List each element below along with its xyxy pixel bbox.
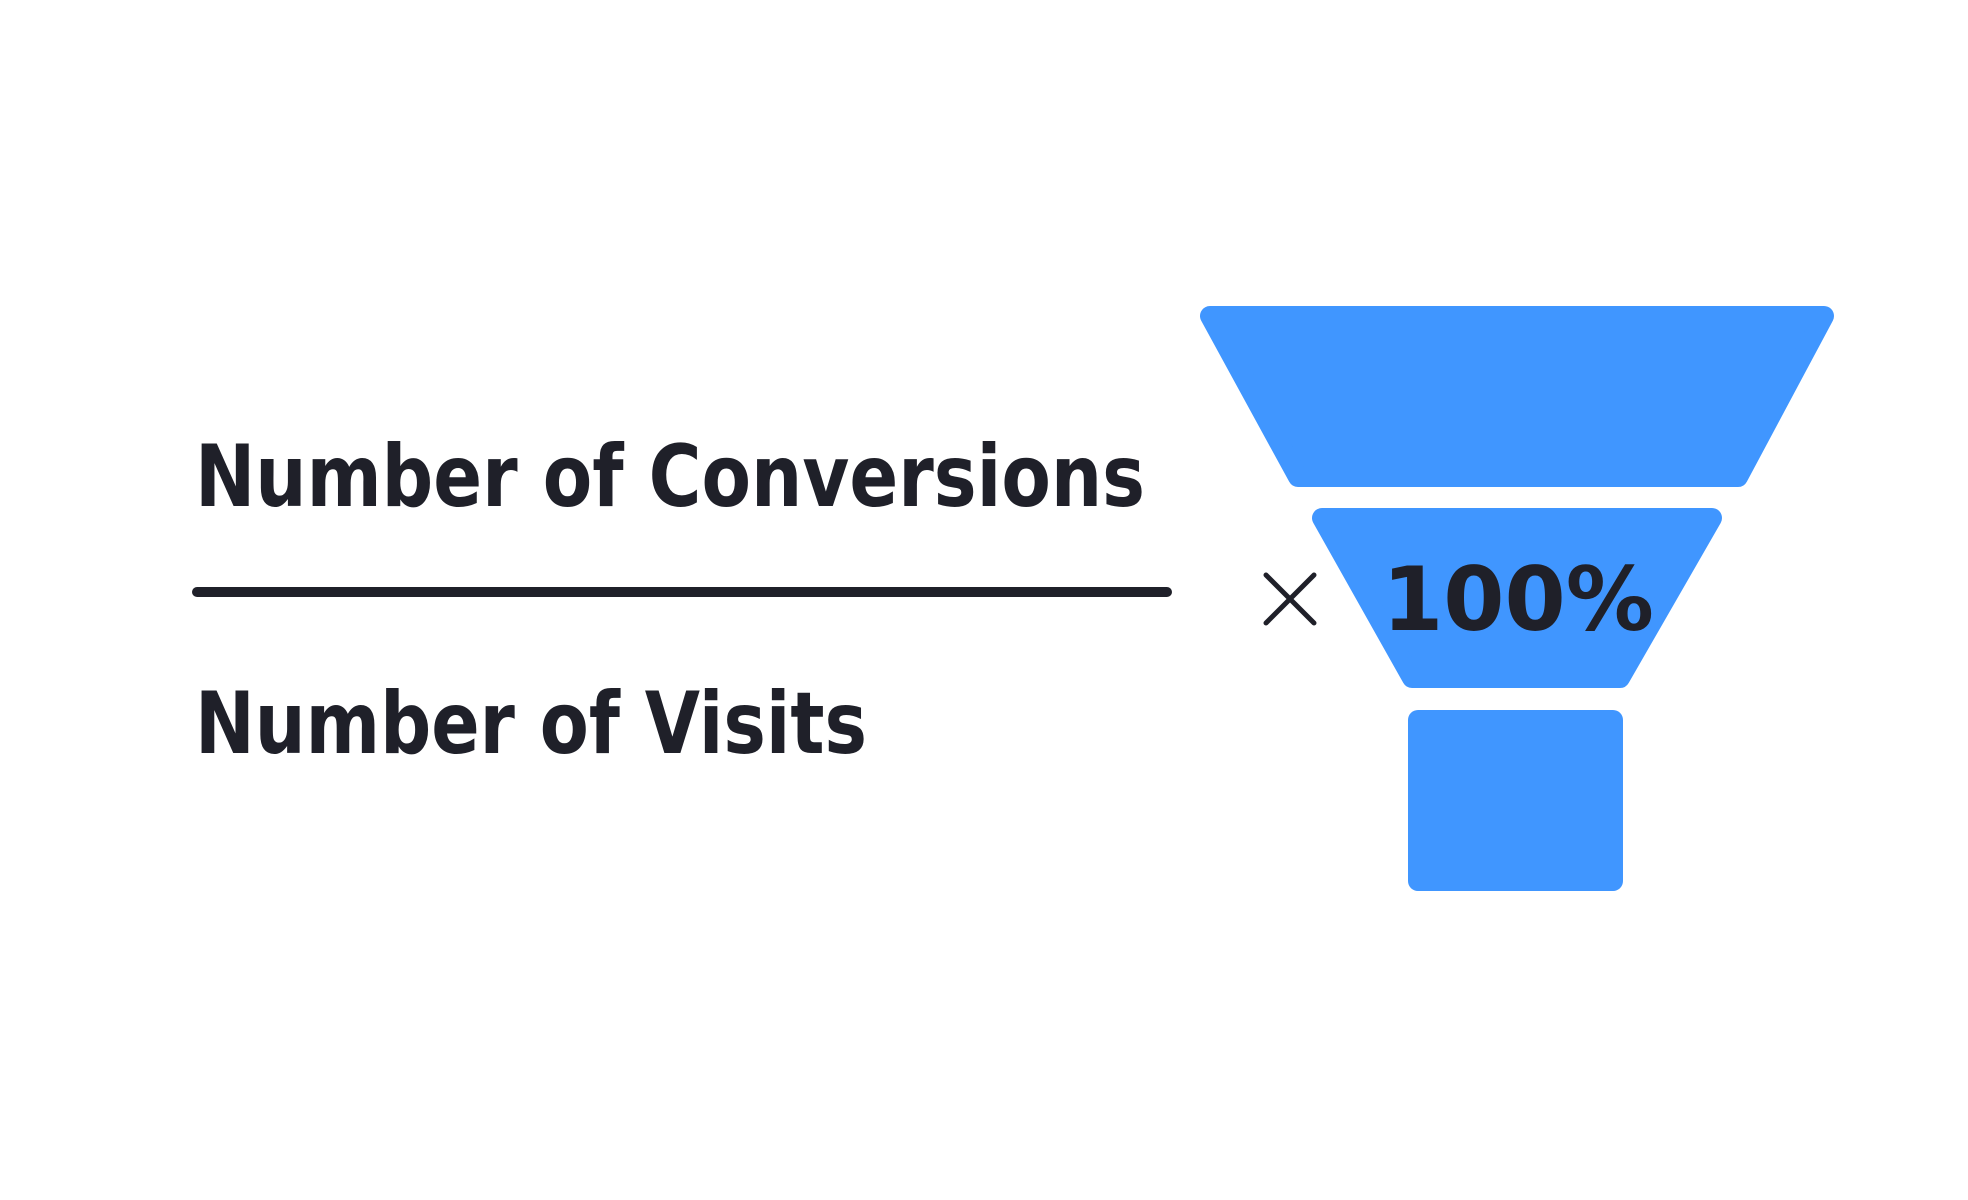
denominator-text: Number of Visits [195, 674, 867, 774]
funnel-middle-segment [1312, 508, 1722, 688]
numerator-text: Number of Conversions [195, 427, 1145, 527]
funnel-icon [1200, 306, 1834, 891]
funnel-top-segment [1200, 306, 1834, 487]
multiply-icon [1263, 572, 1317, 626]
multiplier-text: 100% [1382, 548, 1654, 651]
funnel-bottom-segment [1408, 710, 1623, 891]
